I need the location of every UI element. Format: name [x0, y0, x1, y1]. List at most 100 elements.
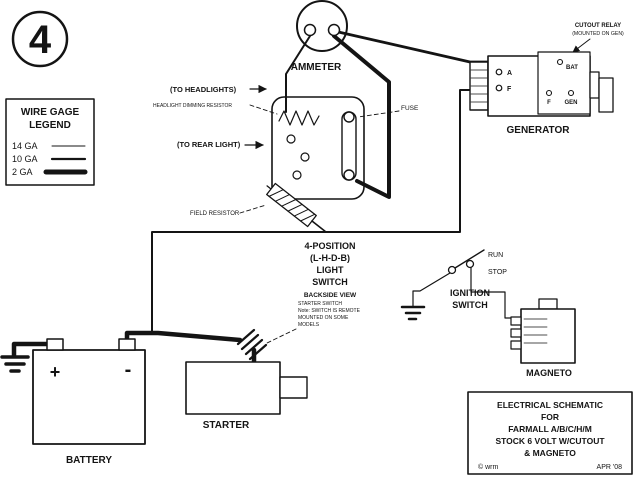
light-switch-name-line2: (L-H-D-B)	[310, 253, 350, 263]
ammeter-terminal-right	[327, 23, 341, 37]
credit-label: © wrm	[478, 463, 498, 471]
page-number: 4	[29, 18, 52, 62]
dimming-resistor-label: HEADLIGHT DIMMING RESISTOR	[153, 103, 232, 109]
terminal-gen-label: GEN	[564, 100, 577, 106]
ammeter-label: AMMETER	[291, 62, 342, 73]
legend-box	[5, 98, 95, 186]
fuse-terminal-bottom	[343, 169, 355, 181]
starter-note-line1: STARTER SWITCH	[298, 301, 342, 307]
page-number-badge: 4	[11, 10, 69, 68]
magneto-detail-lines	[523, 318, 548, 344]
cutout-relay-label-line2: (MOUNTED ON GEN)	[572, 31, 624, 37]
field-resistor-label: FIELD RESISTOR	[190, 211, 240, 217]
cutout-relay-pointer	[572, 38, 591, 53]
battery-minus-mark: -	[125, 359, 132, 381]
light-switch-name-line1: 4-POSITION	[304, 241, 355, 251]
terminal-f-label: F	[547, 100, 551, 106]
resistor-lead	[311, 220, 327, 233]
dimming-resistor-symbol	[278, 110, 320, 126]
wiring	[11, 29, 512, 366]
fuse-terminal-top	[343, 111, 355, 123]
wire-ignition-to-ground	[412, 272, 451, 307]
starter-note-line4: MODELS	[298, 322, 320, 328]
switch-terminal	[300, 152, 310, 162]
generator-pulley	[598, 77, 614, 113]
fuse-pointer	[357, 110, 400, 118]
generator-end-cap-hatch	[470, 69, 488, 103]
magneto-terminal	[510, 340, 522, 350]
light-switch-internals	[278, 110, 357, 181]
terminal-bat	[556, 58, 564, 66]
fuse-label: FUSE	[401, 105, 419, 112]
magneto-terminal	[510, 316, 522, 326]
starter-note-line2: Note: SWITCH IS REMOTE	[298, 308, 361, 314]
legend-title-line1: WIRE GAGE	[21, 107, 80, 118]
field-resistor-symbol	[266, 182, 327, 233]
stop-label: STOP	[488, 269, 507, 276]
legend-title-line2: LEGEND	[29, 120, 71, 131]
battery-ground-symbol	[0, 355, 30, 373]
ignition-switch-label-line1: IGNITION	[450, 288, 490, 298]
switch-terminal	[292, 170, 302, 180]
terminal-f-upper-label: F	[507, 86, 512, 93]
terminal-a-label: A	[507, 70, 512, 77]
generator-label: GENERATOR	[507, 125, 571, 136]
resistor-lead	[266, 185, 272, 190]
resistor-hatch	[268, 189, 316, 222]
cutout-relay-box	[537, 51, 591, 115]
ignition-switch-label-line2: SWITCH	[452, 300, 488, 310]
dimming-resistor-pointer	[249, 104, 278, 115]
generator: A F BAT F GEN GENERATOR CUTOUT RELAY (MO…	[469, 23, 624, 136]
legend-item-14ga-label: 14 GA	[12, 141, 38, 151]
battery-body	[32, 349, 146, 445]
battery-plus-mark: +	[50, 362, 61, 382]
starter-body	[185, 361, 281, 415]
page-number-circle	[11, 10, 69, 68]
starter-nose	[279, 376, 308, 399]
battery-label: BATTERY	[66, 455, 112, 466]
battery-post-positive	[46, 338, 64, 351]
wire-ignition-to-magneto	[470, 266, 512, 319]
field-resistor-pointer	[239, 204, 267, 214]
title-block-border	[467, 391, 633, 475]
magneto-terminal	[510, 328, 522, 338]
ignition-terminal-right	[465, 259, 475, 269]
starter-switch-symbol	[236, 328, 268, 361]
battery-post-negative	[118, 338, 136, 351]
wire-ammeter-to-fuse	[332, 34, 391, 199]
legend-item-2ga-label: 2 GA	[12, 167, 33, 177]
magneto-label: MAGNETO	[526, 368, 572, 378]
light-switch-caption: 4-POSITION (L-H-D-B) LIGHT SWITCH BACKSI…	[304, 241, 357, 299]
ammeter-terminal-left	[303, 23, 317, 37]
title-line2: FOR	[541, 412, 559, 422]
terminal-bat-label: BAT	[566, 65, 578, 71]
starter-note-pointer	[266, 328, 297, 344]
battery: + - BATTERY	[32, 338, 146, 466]
title-line1: ELECTRICAL SCHEMATIC	[497, 400, 603, 410]
light-switch-name-line4: SWITCH	[312, 277, 348, 287]
ignition-terminal-left	[447, 265, 457, 275]
run-label: RUN	[488, 252, 503, 259]
terminal-gen	[567, 89, 575, 97]
ignition-switch: RUN STOP IGNITION SWITCH	[447, 249, 507, 310]
magneto-body	[520, 308, 576, 364]
starter-note-line3: MOUNTED ON SOME	[298, 315, 349, 321]
terminal-a	[495, 68, 503, 76]
generator-shaft	[589, 71, 600, 99]
wire-gage-legend: WIRE GAGE LEGEND 14 GA 10 GA 2 GA	[5, 98, 95, 186]
switch-terminal	[286, 134, 296, 144]
to-headlights-label: (TO HEADLIGHTS)	[170, 85, 237, 94]
starter-label: STARTER	[203, 420, 250, 431]
terminal-f-upper	[495, 84, 503, 92]
light-switch-subtitle: BACKSIDE VIEW	[304, 292, 357, 299]
cutout-relay-label-line1: CUTOUT RELAY	[575, 23, 621, 29]
title-line3: FARMALL A/B/C/H/M	[508, 424, 592, 434]
wire-ammeter-to-switch	[285, 35, 311, 113]
date-label: APR '08	[597, 464, 623, 471]
title-line4: STOCK 6 VOLT W/CUTOUT	[495, 436, 605, 446]
title-line5: & MAGNETO	[524, 448, 576, 458]
terminal-f	[545, 89, 553, 97]
magneto: MAGNETO	[510, 298, 576, 378]
light-switch-name-line3: LIGHT	[317, 265, 344, 275]
